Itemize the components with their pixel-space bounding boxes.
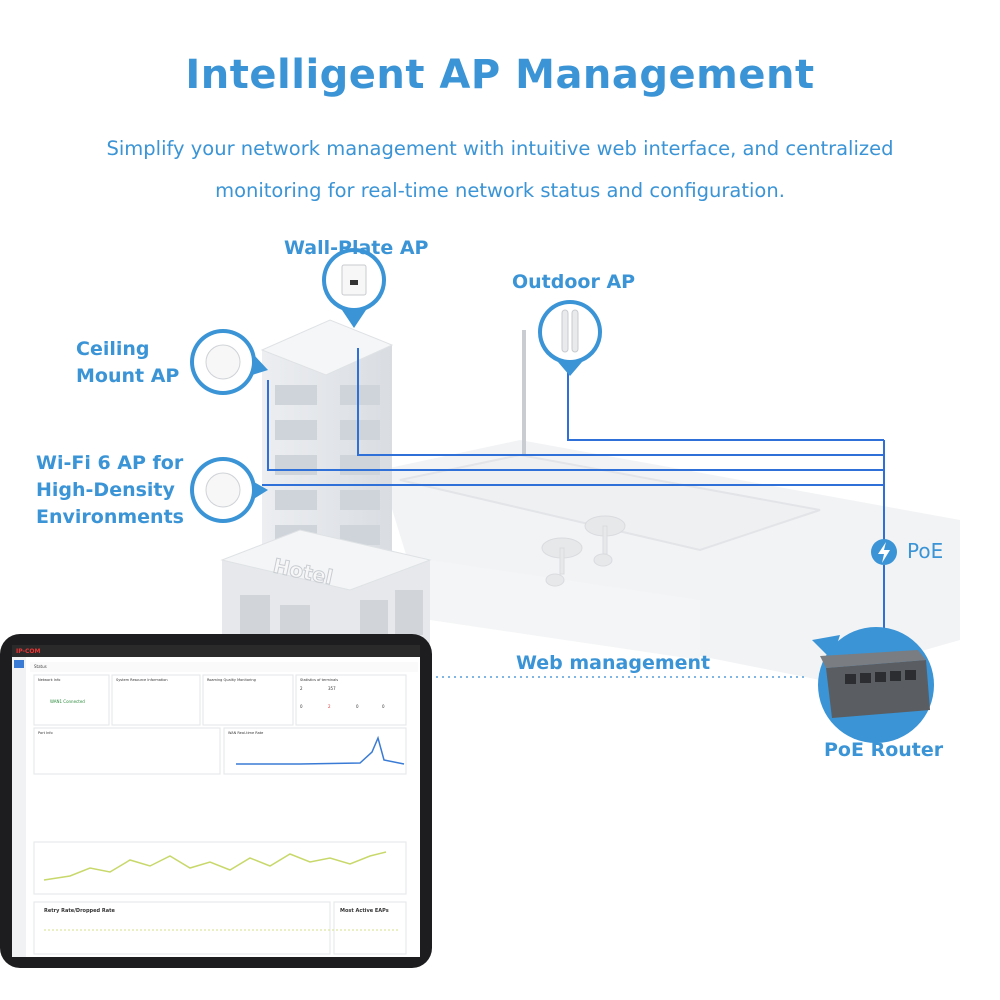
tablet-brand: IP-COM xyxy=(16,648,41,655)
stat-value: 2 xyxy=(328,704,331,709)
label-ceiling-mount-ap: Ceiling Mount AP xyxy=(76,336,179,390)
label-outdoor-ap: Outdoor AP xyxy=(512,271,636,293)
stat-value: 0 xyxy=(382,704,385,709)
label-line: High-Density xyxy=(36,479,175,501)
panel-most-active: Most Active EAPs xyxy=(340,908,389,914)
outdoor-pole xyxy=(522,330,526,455)
umbrella-icon xyxy=(541,515,626,587)
panel-network-info: Network Info xyxy=(38,678,60,682)
page-subtitle: Simplify your network management with in… xyxy=(70,128,930,212)
wifi6-ap xyxy=(190,457,268,523)
pool-deck xyxy=(380,440,960,680)
label-line: Mount AP xyxy=(76,365,180,387)
panel-roaming-quality: Roaming Quality Monitoring xyxy=(207,678,256,682)
panel-port-info: Port Info xyxy=(38,731,53,735)
label-poe-router: PoE Router xyxy=(824,739,944,761)
label-line: Ceiling xyxy=(76,338,150,360)
label-line: Environments xyxy=(36,506,184,528)
panel-system-resource: System Resource Information xyxy=(116,678,168,682)
stat-value: 357 xyxy=(328,686,336,691)
label-web-management: Web management xyxy=(516,652,711,674)
tablet-device xyxy=(0,634,432,968)
stat-value: 2 xyxy=(300,686,303,691)
ceiling-mount-ap xyxy=(190,329,268,395)
label-wall-plate-ap: Wall-Plate AP xyxy=(284,237,429,259)
panel-retry-rate: Retry Rate/Dropped Rate xyxy=(44,908,115,914)
wall-plate-ap xyxy=(321,248,387,328)
label-poe: PoE xyxy=(907,539,944,563)
panel-wan-realtime: WAN Real-time Rate xyxy=(228,731,263,735)
poe-router xyxy=(812,627,934,743)
outdoor-ap xyxy=(537,300,603,376)
subtitle-line-2: monitoring for real-time network status … xyxy=(215,179,785,202)
poe-icon xyxy=(871,539,897,565)
panel-statistics: Statistics of terminals xyxy=(300,678,338,682)
tablet-page-title: Status xyxy=(34,664,47,669)
network-cables xyxy=(262,348,885,630)
label-wifi6-ap: Wi-Fi 6 AP for High-Density Environments xyxy=(36,450,184,531)
wan-status: WAN1 Connected xyxy=(50,699,85,704)
page-title: Intelligent AP Management xyxy=(185,52,815,98)
stat-value: 0 xyxy=(300,704,303,709)
stat-value: 0 xyxy=(356,704,359,709)
subtitle-line-1: Simplify your network management with in… xyxy=(106,137,894,160)
label-line: Wi-Fi 6 AP for xyxy=(36,452,184,474)
